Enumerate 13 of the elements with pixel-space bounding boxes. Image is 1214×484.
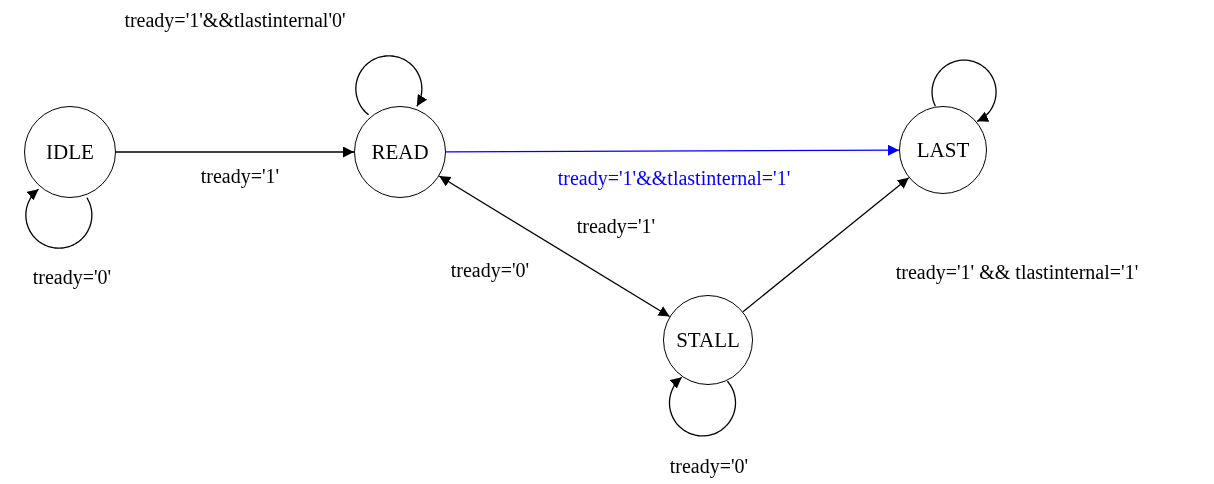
state-name: IDLE <box>46 139 94 165</box>
arrow <box>742 177 910 313</box>
self-loop-arrow <box>668 376 737 437</box>
arrow <box>438 175 671 318</box>
self-loop-arrow <box>25 188 93 249</box>
arrow <box>445 144 900 156</box>
state-name: STALL <box>676 327 740 353</box>
self-loop-arrow <box>931 59 997 122</box>
self-loop-arrow <box>355 55 428 116</box>
arrow <box>115 146 355 158</box>
state-name: READ <box>371 139 429 165</box>
state-circle <box>663 295 753 385</box>
state-name: LAST <box>916 137 970 163</box>
